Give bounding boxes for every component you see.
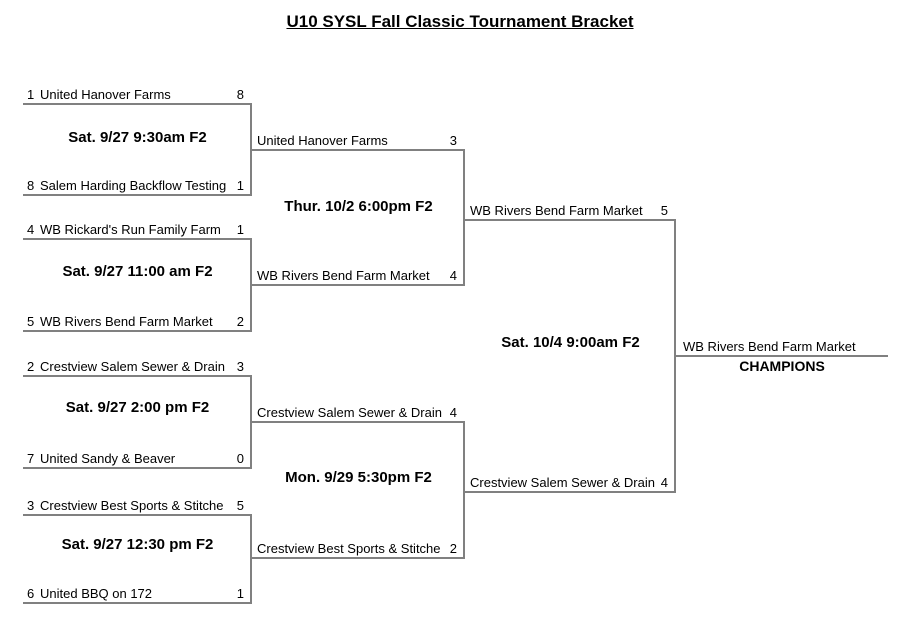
final-connector-line — [674, 219, 676, 493]
round1-match3-bottom-team: 7 United Sandy & Beaver 0 — [23, 447, 252, 469]
team-name: Crestview Salem Sewer & Drain — [40, 359, 225, 374]
team-name: Salem Harding Backflow Testing — [40, 178, 227, 193]
round1-match1-datetime: Sat. 9/27 9:30am F2 — [68, 129, 207, 146]
semifinal1-datetime: Thur. 10/2 6:00pm F2 — [284, 198, 433, 215]
round1-match1-bottom-team: 8 Salem Harding Backflow Testing 1 — [23, 174, 252, 196]
round1-match2-connector-line — [250, 238, 252, 332]
round1-match2-top-team: 4 WB Rickard's Run Family Farm 1 — [23, 218, 252, 240]
semifinal2-bottom-team: Crestview Best Sports & Stitche 2 — [252, 537, 465, 559]
round1-match3-connector-line — [250, 375, 252, 469]
semifinal1-top-team: United Hanover Farms 3 — [252, 129, 465, 151]
team-name: WB Rivers Bend Farm Market — [257, 268, 430, 283]
team-name: Crestview Best Sports & Stitche — [40, 498, 224, 513]
team-name: WB Rickard's Run Family Farm — [40, 222, 221, 237]
team-name: Crestview Salem Sewer & Drain — [470, 475, 655, 490]
team-score: 2 — [236, 314, 244, 329]
team-name: WB Rivers Bend Farm Market — [470, 203, 643, 218]
seed-number: 2 — [27, 359, 35, 374]
semifinal2-connector-line — [463, 421, 465, 559]
team-name: Crestview Best Sports & Stitche — [257, 541, 441, 556]
champion-team: WB Rivers Bend Farm Market — [676, 335, 888, 357]
round1-match4-bottom-team: 6 United BBQ on 172 1 — [23, 582, 252, 604]
team-score: 4 — [449, 268, 457, 283]
seed-number: 3 — [27, 498, 35, 513]
team-score: 8 — [236, 87, 244, 102]
team-name: United BBQ on 172 — [40, 586, 153, 601]
round1-match4-connector-line — [250, 514, 252, 604]
team-name: WB Rivers Bend Farm Market — [40, 314, 213, 329]
seed-number: 6 — [27, 586, 35, 601]
round1-match4-top-team: 3 Crestview Best Sports & Stitche 5 — [23, 494, 252, 516]
final-bottom-team: Crestview Salem Sewer & Drain 4 — [465, 471, 676, 493]
team-score: 0 — [236, 451, 244, 466]
final-top-team: WB Rivers Bend Farm Market 5 — [465, 199, 676, 221]
page-title: U10 SYSL Fall Classic Tournament Bracket — [286, 12, 634, 31]
semifinal2-top-team: Crestview Salem Sewer & Drain 4 — [252, 401, 465, 423]
champion-team-name: WB Rivers Bend Farm Market — [683, 339, 856, 354]
round1-match1-top-team: 1 United Hanover Farms 8 — [23, 83, 252, 105]
team-score: 3 — [236, 359, 244, 374]
team-name: United Hanover Farms — [257, 133, 388, 148]
round1-match2-datetime: Sat. 9/27 11:00 am F2 — [62, 263, 213, 280]
seed-number: 4 — [27, 222, 35, 237]
semifinal1-connector-line — [463, 149, 465, 286]
team-score: 1 — [236, 586, 244, 601]
team-score: 1 — [236, 222, 244, 237]
seed-number: 5 — [27, 314, 35, 329]
round1-match2-bottom-team: 5 WB Rivers Bend Farm Market 2 — [23, 310, 252, 332]
semifinal1-bottom-team: WB Rivers Bend Farm Market 4 — [252, 264, 465, 286]
team-name: Crestview Salem Sewer & Drain — [257, 405, 442, 420]
semifinal2-datetime: Mon. 9/29 5:30pm F2 — [285, 469, 432, 486]
team-score: 2 — [449, 541, 457, 556]
round1-match4-datetime: Sat. 9/27 12:30 pm F2 — [61, 536, 214, 553]
seed-number: 8 — [27, 178, 35, 193]
seed-number: 1 — [27, 87, 35, 102]
team-score: 4 — [449, 405, 457, 420]
team-name: United Sandy & Beaver — [40, 451, 176, 466]
team-score: 4 — [660, 475, 668, 490]
round1-match3-top-team: 2 Crestview Salem Sewer & Drain 3 — [23, 355, 252, 377]
round1-match3-datetime: Sat. 9/27 2:00 pm F2 — [65, 399, 210, 416]
seed-number: 7 — [27, 451, 35, 466]
final-datetime: Sat. 10/4 9:00am F2 — [501, 334, 640, 351]
team-score: 1 — [236, 178, 244, 193]
team-score: 3 — [449, 133, 457, 148]
round1-match1-connector-line — [250, 103, 252, 196]
champions-label: CHAMPIONS — [739, 358, 825, 374]
team-name: United Hanover Farms — [40, 87, 171, 102]
team-score: 5 — [660, 203, 668, 218]
team-score: 5 — [236, 498, 244, 513]
